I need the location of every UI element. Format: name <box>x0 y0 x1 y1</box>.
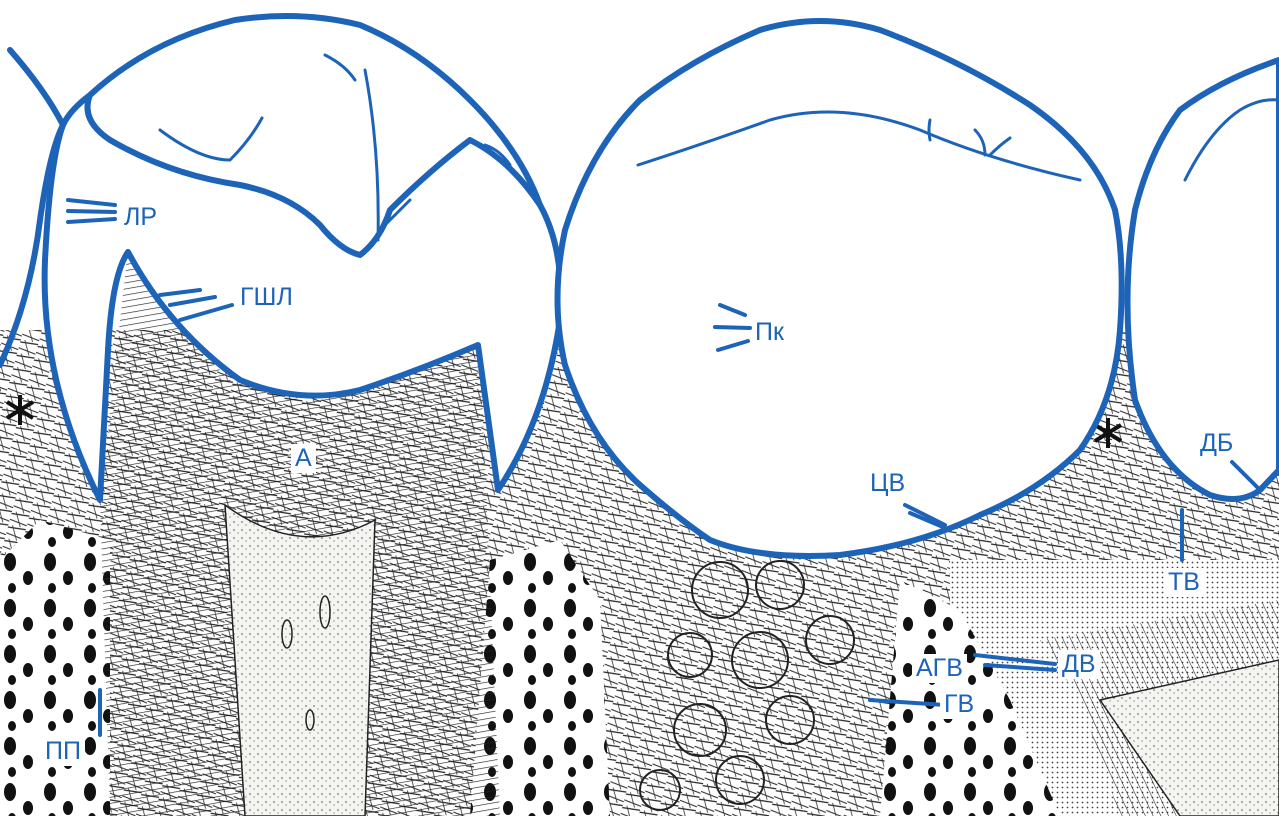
label-gv: ГВ <box>940 690 978 719</box>
middle-tooth-crown <box>558 21 1122 556</box>
label-pp: ПП <box>41 737 85 766</box>
label-agv: АГВ <box>912 654 967 683</box>
label-tv: ТВ <box>1164 568 1204 597</box>
label-tsv: ЦВ <box>866 469 909 498</box>
label-lr: ЛР <box>124 205 157 230</box>
label-pk: Пк <box>755 320 784 345</box>
label-db: ДБ <box>1196 429 1237 458</box>
label-a: А <box>291 444 316 473</box>
label-dv: ДВ <box>1058 650 1100 679</box>
label-gshl: ГШЛ <box>240 285 293 310</box>
